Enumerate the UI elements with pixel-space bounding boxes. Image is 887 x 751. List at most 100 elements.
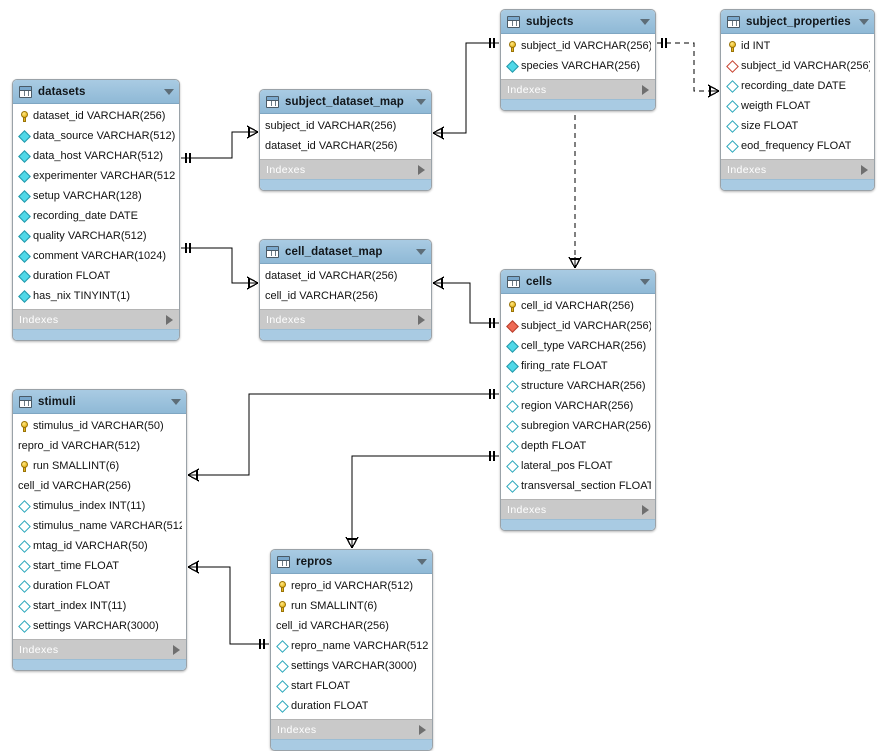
column-row[interactable]: structure VARCHAR(256) bbox=[501, 376, 655, 396]
chevron-down-icon[interactable] bbox=[859, 18, 869, 25]
column-row[interactable]: subject_id VARCHAR(256) bbox=[260, 116, 431, 136]
column-row[interactable]: depth FLOAT bbox=[501, 436, 655, 456]
column-row[interactable]: start_index INT(11) bbox=[13, 596, 186, 616]
indexes-section-cell_dataset_map[interactable]: Indexes bbox=[260, 309, 431, 329]
column-row[interactable]: species VARCHAR(256) bbox=[501, 56, 655, 76]
column-row[interactable]: duration FLOAT bbox=[271, 696, 432, 716]
column-row[interactable]: stimulus_id VARCHAR(50) bbox=[13, 416, 186, 436]
expand-arrow-icon[interactable] bbox=[173, 644, 180, 655]
column-row[interactable]: comment VARCHAR(1024) bbox=[13, 246, 179, 266]
column-row[interactable]: subject_id VARCHAR(256) bbox=[501, 36, 655, 56]
column-row[interactable]: lateral_pos FLOAT bbox=[501, 456, 655, 476]
column-row[interactable]: subject_id VARCHAR(256) bbox=[721, 56, 874, 76]
chevron-down-icon[interactable] bbox=[171, 398, 181, 405]
column-row[interactable]: data_source VARCHAR(512) bbox=[13, 126, 179, 146]
column-row[interactable]: cell_id VARCHAR(256) bbox=[501, 296, 655, 316]
column-row[interactable]: cell_id VARCHAR(256) bbox=[13, 476, 186, 496]
column-row[interactable]: quality VARCHAR(512) bbox=[13, 226, 179, 246]
indexes-section-cells[interactable]: Indexes bbox=[501, 499, 655, 519]
indexes-section-repros[interactable]: Indexes bbox=[271, 719, 432, 739]
expand-arrow-icon[interactable] bbox=[642, 504, 649, 515]
column-row[interactable]: setup VARCHAR(128) bbox=[13, 186, 179, 206]
table-header-subjects[interactable]: subjects bbox=[501, 10, 655, 34]
table-header-subject_properties[interactable]: subject_properties bbox=[721, 10, 874, 34]
column-row[interactable]: data_host VARCHAR(512) bbox=[13, 146, 179, 166]
column-row[interactable]: duration FLOAT bbox=[13, 576, 186, 596]
column-row[interactable]: id INT bbox=[721, 36, 874, 56]
expand-arrow-icon[interactable] bbox=[861, 164, 868, 175]
column-diamond-icon bbox=[18, 129, 31, 143]
table-header-cells[interactable]: cells bbox=[501, 270, 655, 294]
indexes-section-subjects[interactable]: Indexes bbox=[501, 79, 655, 99]
column-row[interactable]: dataset_id VARCHAR(256) bbox=[260, 136, 431, 156]
column-row[interactable]: repro_id VARCHAR(512) bbox=[13, 436, 186, 456]
column-row[interactable]: repro_name VARCHAR(512) bbox=[271, 636, 432, 656]
expand-arrow-icon[interactable] bbox=[418, 164, 425, 175]
indexes-section-stimuli[interactable]: Indexes bbox=[13, 639, 186, 659]
table-header-repros[interactable]: repros bbox=[271, 550, 432, 574]
chevron-down-icon[interactable] bbox=[416, 98, 426, 105]
column-row[interactable]: mtag_id VARCHAR(50) bbox=[13, 536, 186, 556]
column-row[interactable]: settings VARCHAR(3000) bbox=[13, 616, 186, 636]
expand-arrow-icon[interactable] bbox=[166, 314, 173, 325]
column-row[interactable]: run SMALLINT(6) bbox=[271, 596, 432, 616]
indexes-section-subject_properties[interactable]: Indexes bbox=[721, 159, 874, 179]
column-diamond-icon bbox=[506, 459, 519, 473]
column-row[interactable]: start_time FLOAT bbox=[13, 556, 186, 576]
column-row[interactable]: recording_date DATE bbox=[721, 76, 874, 96]
column-row[interactable]: region VARCHAR(256) bbox=[501, 396, 655, 416]
column-row[interactable]: firing_rate FLOAT bbox=[501, 356, 655, 376]
column-row[interactable]: size FLOAT bbox=[721, 116, 874, 136]
table-header-subject_dataset_map[interactable]: subject_dataset_map bbox=[260, 90, 431, 114]
table-footer bbox=[721, 179, 874, 190]
expand-arrow-icon[interactable] bbox=[419, 724, 426, 735]
column-row[interactable]: cell_id VARCHAR(256) bbox=[271, 616, 432, 636]
table-icon bbox=[19, 85, 32, 98]
column-row[interactable]: weigth FLOAT bbox=[721, 96, 874, 116]
table-header-stimuli[interactable]: stimuli bbox=[13, 390, 186, 414]
column-label: recording_date DATE bbox=[33, 210, 138, 222]
column-row[interactable]: experimenter VARCHAR(512) bbox=[13, 166, 179, 186]
column-row[interactable]: settings VARCHAR(3000) bbox=[271, 656, 432, 676]
column-row[interactable]: start FLOAT bbox=[271, 676, 432, 696]
column-row[interactable]: transversal_section FLOAT bbox=[501, 476, 655, 496]
column-label: setup VARCHAR(128) bbox=[33, 190, 142, 202]
column-row[interactable]: repro_id VARCHAR(512) bbox=[271, 576, 432, 596]
rel-datasets-cell_dataset_map bbox=[181, 243, 259, 290]
column-row[interactable]: cell_id VARCHAR(256) bbox=[260, 286, 431, 306]
table-header-cell_dataset_map[interactable]: cell_dataset_map bbox=[260, 240, 431, 264]
chevron-down-icon[interactable] bbox=[640, 18, 650, 25]
column-row[interactable]: eod_frequency FLOAT bbox=[721, 136, 874, 156]
column-row[interactable]: recording_date DATE bbox=[13, 206, 179, 226]
column-row[interactable]: run SMALLINT(6) bbox=[13, 456, 186, 476]
column-row[interactable]: stimulus_name VARCHAR(512) bbox=[13, 516, 186, 536]
table-header-datasets[interactable]: datasets bbox=[13, 80, 179, 104]
rel-subject_dataset_map-subjects bbox=[432, 38, 499, 140]
column-row[interactable]: subject_id VARCHAR(256) bbox=[501, 316, 655, 336]
chevron-down-icon[interactable] bbox=[416, 248, 426, 255]
chevron-down-icon[interactable] bbox=[640, 278, 650, 285]
column-row[interactable]: duration FLOAT bbox=[13, 266, 179, 286]
column-row[interactable]: dataset_id VARCHAR(256) bbox=[13, 106, 179, 126]
expand-arrow-icon[interactable] bbox=[418, 314, 425, 325]
column-row[interactable]: subregion VARCHAR(256) bbox=[501, 416, 655, 436]
column-row[interactable]: stimulus_index INT(11) bbox=[13, 496, 186, 516]
expand-arrow-icon[interactable] bbox=[642, 84, 649, 95]
chevron-down-icon[interactable] bbox=[164, 88, 174, 95]
column-row[interactable]: cell_type VARCHAR(256) bbox=[501, 336, 655, 356]
table-icon bbox=[507, 15, 520, 28]
indexes-section-subject_dataset_map[interactable]: Indexes bbox=[260, 159, 431, 179]
column-label: mtag_id VARCHAR(50) bbox=[33, 540, 148, 552]
chevron-down-icon[interactable] bbox=[417, 558, 427, 565]
column-row[interactable]: has_nix TINYINT(1) bbox=[13, 286, 179, 306]
indexes-section-datasets[interactable]: Indexes bbox=[13, 309, 179, 329]
column-row[interactable]: dataset_id VARCHAR(256) bbox=[260, 266, 431, 286]
